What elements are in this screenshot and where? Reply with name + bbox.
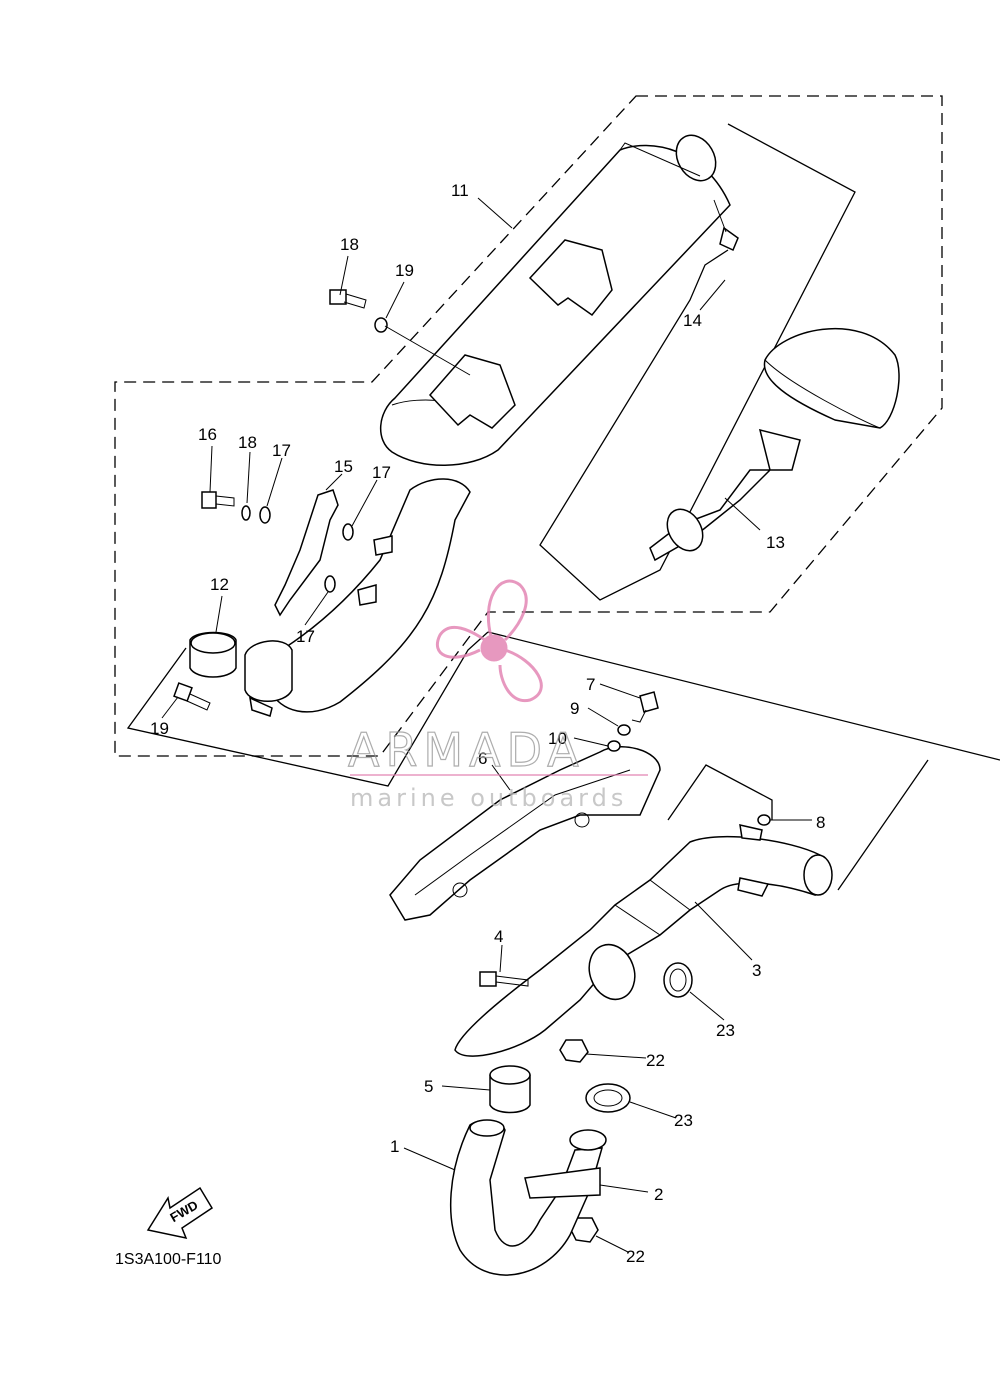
- bolt-4: [479, 971, 529, 987]
- callout-8: 8: [816, 813, 825, 832]
- gasket-5: [489, 1065, 531, 1114]
- fwd-arrow-icon: FWD: [146, 1186, 214, 1240]
- callout-17-a: 17: [272, 441, 291, 460]
- muffler-group-boundary: [114, 95, 943, 757]
- header-pipe-1: [449, 1119, 607, 1276]
- callout-7: 7: [586, 675, 595, 694]
- callout-labels: 11 18 19 14 13 16 18 17 15 17 12 17 19 7…: [150, 181, 825, 1266]
- spark-arrestor: [649, 428, 801, 562]
- callout-13: 13: [766, 533, 785, 552]
- watermark-tagline: marine outboards: [350, 784, 627, 812]
- callout-18: 18: [238, 433, 257, 452]
- bracket-tab-a: [373, 535, 393, 556]
- callout-11: 11: [451, 181, 469, 200]
- bracket-tab-b: [357, 584, 377, 606]
- diagram-code: 1S3A100-F110: [115, 1251, 222, 1268]
- clamp-group-outline: [126, 631, 489, 787]
- callout-19: 19: [150, 719, 169, 738]
- clamp: [244, 640, 293, 717]
- leader-lines: [161, 197, 812, 1253]
- callout-1: 1: [390, 1137, 399, 1156]
- washer-10: [607, 740, 621, 752]
- callout-9: 9: [570, 699, 579, 718]
- grommet-17c: [324, 575, 336, 593]
- callout-2: 2: [654, 1185, 663, 1204]
- bolt-16: [201, 491, 235, 509]
- endcap-group-outline: [539, 123, 856, 601]
- washer-21: [374, 317, 388, 333]
- callout-6: 6: [478, 749, 487, 768]
- watermark: ARMADA marine outboards: [347, 579, 648, 812]
- washer-9: [617, 724, 631, 736]
- grommet-17b: [342, 523, 354, 541]
- washer-18: [241, 505, 251, 521]
- gasket-23b: [585, 1083, 631, 1113]
- screw-14: [713, 199, 739, 252]
- callout-21: 19: [395, 261, 414, 280]
- bolt-7: [639, 691, 659, 713]
- callout-17-c: 17: [296, 627, 315, 646]
- callout-10: 10: [548, 729, 567, 748]
- exhaust-pipe-3: [454, 814, 833, 1057]
- propeller-logo-icon: [436, 579, 543, 703]
- bracket-group-outline: [487, 631, 1000, 891]
- gasket-23a: [663, 962, 693, 998]
- heat-guard: [274, 489, 339, 617]
- callout-23-b: 23: [674, 1111, 693, 1130]
- flange-2: [524, 1167, 601, 1199]
- callout-5: 5: [424, 1077, 433, 1096]
- callout-20: 18: [340, 235, 359, 254]
- callout-17-b: 17: [372, 463, 391, 482]
- callout-15: 15: [334, 457, 353, 476]
- grommet-17a: [259, 506, 271, 524]
- watermark-brand: ARMADA: [348, 723, 585, 777]
- callout-4: 4: [494, 927, 503, 946]
- bolt-20: [329, 289, 367, 309]
- callout-12: 12: [210, 575, 229, 594]
- callout-14: 14: [683, 311, 702, 330]
- gasket-12: [189, 631, 237, 678]
- end-cap: [763, 327, 900, 429]
- callout-16: 16: [198, 425, 217, 444]
- callout-22-b: 22: [626, 1247, 645, 1266]
- callout-22-a: 22: [646, 1051, 665, 1070]
- bolt-19: [173, 682, 211, 711]
- callout-3: 3: [752, 961, 761, 980]
- callout-23-a: 23: [716, 1021, 735, 1040]
- nut-22a: [559, 1039, 589, 1063]
